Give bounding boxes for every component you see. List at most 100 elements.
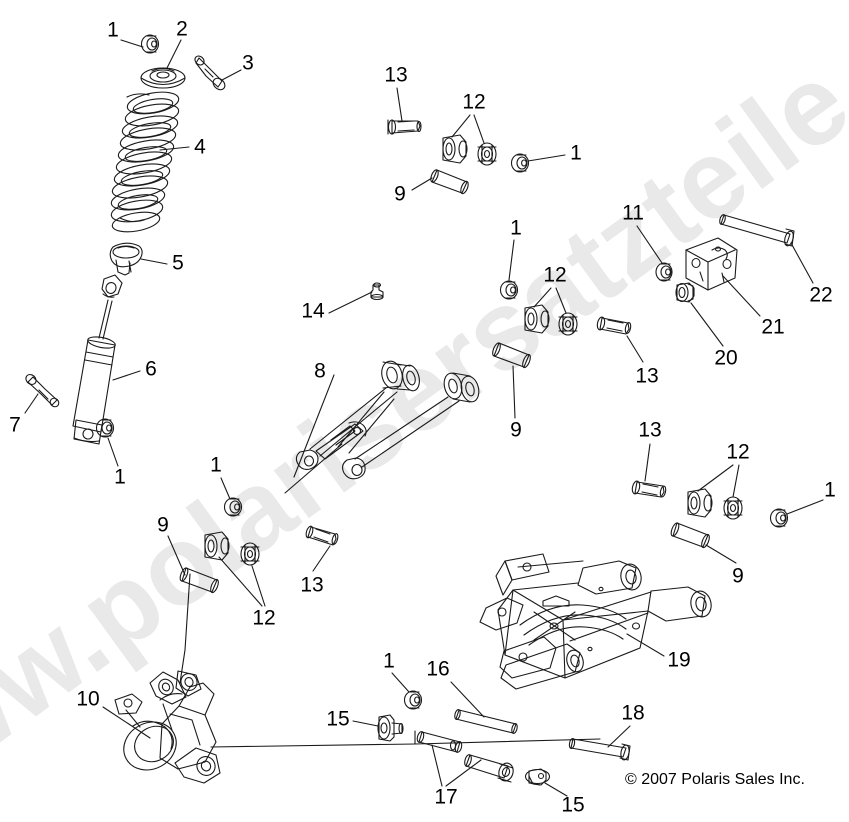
leader-2 — [166, 39, 182, 69]
leader-12b-top — [473, 114, 485, 144]
leader-1-bottom — [391, 672, 410, 693]
leader-1-topmid — [527, 154, 566, 162]
leader-12a-ll — [218, 556, 263, 607]
part-spring-retainer-2 — [140, 67, 186, 89]
part-pivot-tube-9-ll — [179, 567, 219, 594]
leader-12a-lr — [697, 464, 734, 492]
copyright-notice: © 2007 Polaris Sales Inc. — [625, 771, 805, 788]
leader-5 — [140, 258, 168, 265]
part-nut-1-arm — [223, 497, 243, 517]
callout-number: 16 — [426, 657, 450, 681]
leader-9-ll-b — [179, 573, 191, 684]
part-bolt-17a — [414, 730, 463, 753]
part-nut-1-armright — [499, 280, 519, 300]
callout-number: 19 — [667, 648, 691, 672]
leader-21 — [722, 275, 761, 317]
leader-12a-top — [451, 114, 471, 138]
leader-11 — [636, 225, 663, 264]
leader-8 — [293, 374, 335, 478]
leader-14 — [328, 291, 373, 314]
leader-13-lr — [644, 443, 651, 482]
part-bolt-7 — [25, 373, 60, 408]
callout-number: 13 — [635, 364, 659, 388]
leader-7 — [24, 393, 39, 414]
callout-number: 1 — [114, 465, 126, 489]
part-bushing-12a-lr — [687, 488, 713, 518]
leader-19 — [626, 633, 665, 657]
callout-number: 3 — [242, 51, 254, 75]
leader-3 — [221, 69, 242, 81]
part-trailing-arm-19 — [479, 553, 712, 690]
part-pivot-tube-9-mid — [492, 342, 531, 369]
leader-12b-lr — [732, 464, 740, 498]
part-bushing-12a-ll — [204, 531, 230, 561]
part-spring-seat-5 — [109, 242, 143, 276]
part-nut-1-farright — [769, 508, 789, 528]
callout-number: 1 — [510, 216, 522, 240]
leader-12b-mid — [555, 287, 567, 314]
part-bracket-21 — [685, 237, 738, 291]
callout-number: 1 — [383, 649, 395, 673]
callout-number: 13 — [638, 418, 662, 442]
callout-number: 13 — [384, 63, 408, 87]
part-bushing-12a-top — [442, 134, 468, 164]
part-bolt-13-mid — [596, 316, 632, 335]
callout-number: 6 — [145, 357, 157, 381]
leader-20 — [690, 302, 724, 347]
callout-number: 14 — [301, 299, 325, 323]
part-pivot-tube-9-lr — [670, 522, 710, 549]
part-bushing-12a-mid — [524, 304, 550, 334]
callout-number: 1 — [210, 453, 222, 477]
callout-number: 13 — [300, 573, 324, 597]
part-bolt-15-left — [377, 714, 404, 742]
part-bolt-22 — [719, 214, 795, 247]
part-pivot-tube-9-top — [430, 169, 469, 195]
part-bolt-13-lr — [631, 480, 667, 498]
part-bushing-12b-mid — [558, 312, 578, 336]
part-bolt-17b — [464, 754, 514, 783]
callout-number: 12 — [726, 440, 750, 464]
callout-number: 20 — [714, 346, 738, 370]
leader-18 — [607, 725, 631, 748]
part-knuckle-10 — [114, 670, 221, 784]
leader-10 — [102, 706, 151, 739]
callout-number: 5 — [172, 251, 184, 275]
callout-number: 12 — [252, 606, 276, 630]
part-nut-1-shock — [95, 418, 115, 438]
part-bolt-18 — [568, 738, 631, 761]
callout-number: 9 — [394, 182, 406, 206]
callout-number: 7 — [9, 413, 21, 437]
part-bushing-12b-top — [477, 142, 497, 166]
callout-number: 4 — [194, 135, 206, 159]
callout-number: 12 — [462, 90, 486, 114]
leader-13-ll — [312, 545, 331, 572]
part-nut-1-topmid — [510, 153, 530, 173]
part-coil-spring-4 — [110, 91, 180, 233]
leader-13-top — [396, 87, 403, 122]
part-pin-16 — [454, 709, 518, 734]
part-bolt-13-top — [387, 119, 422, 135]
callout-number: 22 — [809, 283, 833, 307]
leader-12b-ll — [251, 565, 266, 607]
callout-number: 17 — [434, 785, 458, 809]
callout-number: 1 — [107, 18, 119, 42]
leader-9-mid — [512, 365, 516, 419]
leader-12a-mid — [533, 287, 552, 308]
callout-number: 2 — [176, 17, 188, 41]
leader-1-arm — [220, 477, 231, 500]
part-shock-absorber-6 — [72, 274, 123, 445]
part-nut-11 — [655, 262, 673, 282]
leader-8b — [284, 443, 343, 494]
leader-9-top — [411, 177, 433, 191]
part-grease-fitting-14 — [370, 282, 384, 301]
leader-15-right — [544, 782, 568, 797]
callout-number: 9 — [510, 418, 522, 442]
leader-1-shock — [107, 437, 119, 467]
part-control-arm-8 — [295, 360, 480, 480]
leader-1-top — [120, 39, 144, 48]
leader-1-armright — [508, 239, 515, 281]
callout-number: 12 — [543, 263, 567, 287]
